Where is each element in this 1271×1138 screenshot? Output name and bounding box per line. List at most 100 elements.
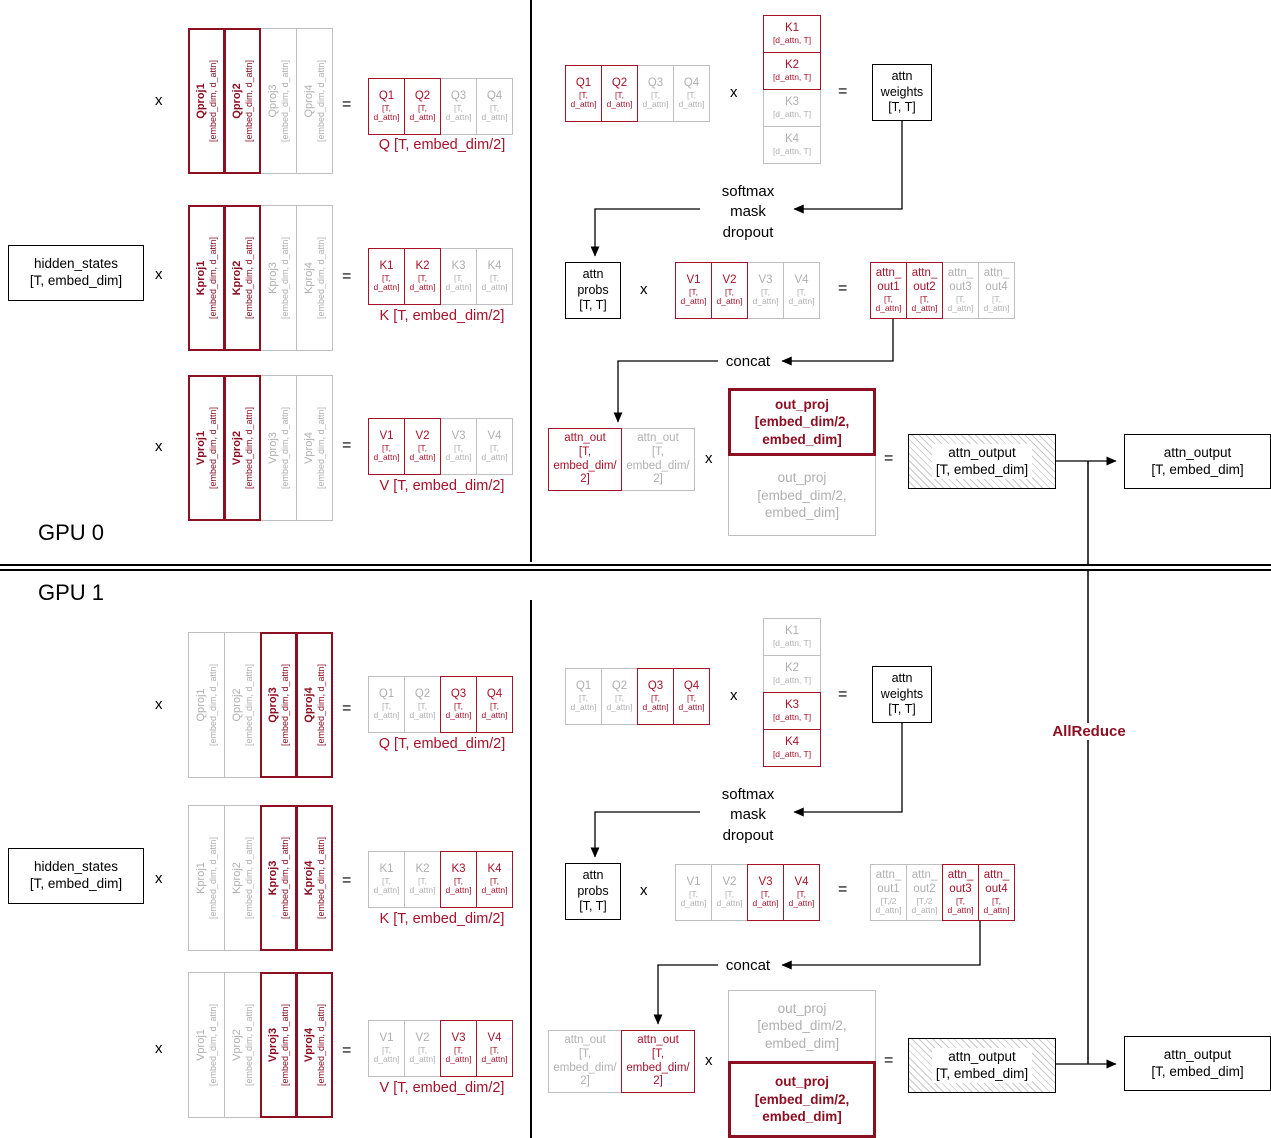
gpu0-hidden-states-label: hidden_states [T, embed_dim] bbox=[29, 256, 123, 288]
cell-name: Q2 bbox=[414, 687, 431, 700]
gpu1-k-result-row: K1[T, d_attn] K2[T, d_attn] K3[T, d_attn… bbox=[368, 851, 513, 908]
proj-name: Kproj2 bbox=[230, 862, 243, 894]
gpu1-qproj2-column: Qproj2[embed_dim, d_attn] bbox=[224, 632, 261, 778]
cell-name: V1 bbox=[686, 875, 701, 888]
cell-dims: [d_attn, T] bbox=[772, 675, 812, 686]
cell-dims: [T, d_attn] bbox=[445, 875, 472, 896]
gpu0-softmax-label: softmax mask dropout bbox=[721, 183, 775, 241]
gpu-separator bbox=[0, 564, 1271, 571]
cell-dims: [T, d_attn] bbox=[481, 272, 508, 293]
gpu1-kproj1-label: Kproj1[embed_dim, d_attn] bbox=[195, 807, 219, 949]
gpu0-v-result-row: V1[T, d_attn] V2[T, d_attn] V3[T, d_attn… bbox=[368, 418, 513, 475]
cell-name: attn_ out4 bbox=[983, 868, 1010, 895]
gpu0-kproj-matrix: Kproj1[embed_dim, d_attn] Kproj2[embed_d… bbox=[188, 205, 333, 351]
cell-name: Q3 bbox=[450, 89, 467, 102]
gpu1-vproj2-column: Vproj2[embed_dim, d_attn] bbox=[224, 972, 261, 1118]
gpu0-qproj1-column: Qproj1[embed_dim, d_attn] bbox=[188, 28, 225, 174]
cell-dims: [d_attn, T] bbox=[772, 146, 812, 157]
gpu1-probs-times-operator: x bbox=[640, 882, 648, 899]
cell-dims: [T, d_attn] bbox=[445, 442, 472, 463]
gpu1-out-equals-operator: = bbox=[838, 881, 848, 898]
gpu1-kproj3-column: Kproj3[embed_dim, d_attn] bbox=[260, 805, 297, 951]
gpu0-attn-output-partial-box: attn_output [T, embed_dim] bbox=[908, 434, 1056, 489]
gpu0-k-result-row: K1[T, d_attn] K2[T, d_attn] K3[T, d_attn… bbox=[368, 248, 513, 305]
cell-name: Q4 bbox=[683, 76, 700, 89]
cell-dims: [T, d_attn] bbox=[606, 89, 633, 110]
gpu1-attn-v2-cell: V2[T, d_attn] bbox=[711, 864, 748, 921]
cell-dims: [T, d_attn] bbox=[678, 692, 705, 713]
gpu1-attn-out-pair: attn_out [T, embed_dim/ 2] attn_out [T, … bbox=[548, 1030, 695, 1093]
cell-name: V3 bbox=[451, 1031, 466, 1044]
cell-name: K4 bbox=[784, 736, 800, 749]
cell-dims: [d_attn, T] bbox=[772, 749, 812, 760]
proj-name: Kproj1 bbox=[194, 260, 207, 296]
gpu0-vproj1-column: Vproj1[embed_dim, d_attn] bbox=[188, 375, 225, 521]
cell-name: Q1 bbox=[575, 679, 592, 692]
cell-dims: [T, d_attn] bbox=[373, 1044, 400, 1065]
cell-dims: [T, d_attn] bbox=[570, 692, 597, 713]
cell-name: attn_ out4 bbox=[983, 266, 1010, 293]
gpu0-qproj-matrix: Qproj1[embed_dim, d_attn] Qproj2[embed_d… bbox=[188, 28, 333, 174]
cell-dims: [T, d_attn] bbox=[373, 442, 400, 463]
gpu1-qproj4-column: Qproj4[embed_dim, d_attn] bbox=[296, 632, 333, 778]
cell-name: V2 bbox=[722, 875, 737, 888]
proj-dims: [embed_dim, d_attn] bbox=[279, 59, 290, 143]
cell-name: attn_ out1 bbox=[875, 266, 902, 293]
cell-dims: [T, d_attn] bbox=[409, 442, 436, 463]
gpu1-attn-q4-cell: Q4[T, d_attn] bbox=[673, 668, 710, 725]
cell-dims: [T, d_attn] bbox=[481, 102, 508, 123]
gpu1-k3-cell: K3[T, d_attn] bbox=[440, 851, 477, 908]
gpu0-vproj-matrix: Vproj1[embed_dim, d_attn] Vproj2[embed_d… bbox=[188, 375, 333, 521]
gpu1-v3-cell: V3[T, d_attn] bbox=[440, 1020, 477, 1077]
gpu1-kproj2-label: Kproj2[embed_dim, d_attn] bbox=[231, 807, 255, 949]
gpu0-v-times-operator: x bbox=[155, 438, 163, 455]
gpu0-attn-q-row: Q1[T, d_attn] Q2[T, d_attn] Q3[T, d_attn… bbox=[565, 65, 710, 122]
gpu1-qproj1-label: Qproj1[embed_dim, d_attn] bbox=[195, 634, 219, 776]
gpu0-qproj3-label: Qproj3[embed_dim, d_attn] bbox=[267, 30, 291, 172]
proj-dims: [embed_dim, d_attn] bbox=[279, 836, 290, 920]
proj-name: Vproj1 bbox=[194, 1029, 207, 1061]
gpu0-attn-out-pair: attn_out [T, embed_dim/ 2] attn_out [T, … bbox=[548, 428, 695, 491]
gpu0-k2-cell: K2[T, d_attn] bbox=[404, 248, 441, 305]
gpu1-attn-out-row: attn_ out1[T,/2 d_attn] attn_ out2[T,/2 … bbox=[870, 864, 1015, 921]
gpu1-vproj4-label: Vproj4[embed_dim, d_attn] bbox=[303, 974, 327, 1116]
gpu0-attn-output-partial-label: attn_output [T, embed_dim] bbox=[931, 443, 1033, 480]
cell-dims: [T, d_attn] bbox=[409, 1044, 436, 1065]
gpu1-k2t-cell: K2[d_attn, T] bbox=[763, 655, 821, 693]
proj-name: Vproj2 bbox=[230, 430, 243, 466]
gpu1-attn-q-row: Q1[T, d_attn] Q2[T, d_attn] Q3[T, d_attn… bbox=[565, 668, 710, 725]
gpu1-attn-v3-cell: V3[T, d_attn] bbox=[747, 864, 784, 921]
gpu0-attn-out-active-box: attn_out [T, embed_dim/ 2] bbox=[548, 428, 622, 491]
cell-dims: [T, d_attn] bbox=[481, 875, 508, 896]
gpu1-qproj3-label: Qproj3[embed_dim, d_attn] bbox=[267, 634, 291, 776]
cell-dims: [T,/2 d_attn] bbox=[911, 895, 938, 916]
cell-dims: [T, d_attn] bbox=[947, 293, 974, 314]
gpu0-q-equals-operator: = bbox=[342, 96, 352, 113]
gpu0-attn-v4-cell: V4[T, d_attn] bbox=[783, 262, 820, 319]
gpu0-qproj4-column: Qproj4[embed_dim, d_attn] bbox=[296, 28, 333, 174]
cell-name: K1 bbox=[379, 862, 394, 875]
proj-dims: [embed_dim, d_attn] bbox=[207, 836, 218, 920]
gpu0-k1t-cell: K1[d_attn, T] bbox=[763, 15, 821, 53]
gpu0-out-proj-active-label: out_proj [embed_dim/2, embed_dim] bbox=[754, 396, 850, 447]
proj-name: Vproj4 bbox=[302, 432, 315, 464]
cell-name: K3 bbox=[784, 96, 800, 109]
gpu1-out-proj-active-box: out_proj [embed_dim/2, embed_dim] bbox=[728, 1061, 876, 1138]
gpu0-vproj3-label: Vproj3[embed_dim, d_attn] bbox=[267, 377, 291, 519]
proj-dims: [embed_dim, d_attn] bbox=[243, 59, 254, 143]
gpu0-attn-v2-cell: V2[T, d_attn] bbox=[711, 262, 748, 319]
gpu1-output-equals-operator: = bbox=[884, 1052, 894, 1069]
proj-dims: [embed_dim, d_attn] bbox=[207, 1003, 218, 1087]
proj-name: Vproj3 bbox=[266, 432, 279, 464]
cell-name: K4 bbox=[784, 133, 800, 146]
cell-name: Q1 bbox=[575, 76, 592, 89]
cell-name: K4 bbox=[487, 259, 502, 272]
cell-name: V4 bbox=[794, 875, 809, 888]
gpu1-vproj4-column: Vproj4[embed_dim, d_attn] bbox=[296, 972, 333, 1118]
cell-name: attn_ out1 bbox=[875, 868, 902, 895]
proj-name: Qproj3 bbox=[266, 687, 279, 723]
gpu0-v1-cell: V1[T, d_attn] bbox=[368, 418, 405, 475]
gpu1-kproj4-column: Kproj4[embed_dim, d_attn] bbox=[296, 805, 333, 951]
gpu1-out-to-concat-arrow bbox=[781, 921, 981, 970]
